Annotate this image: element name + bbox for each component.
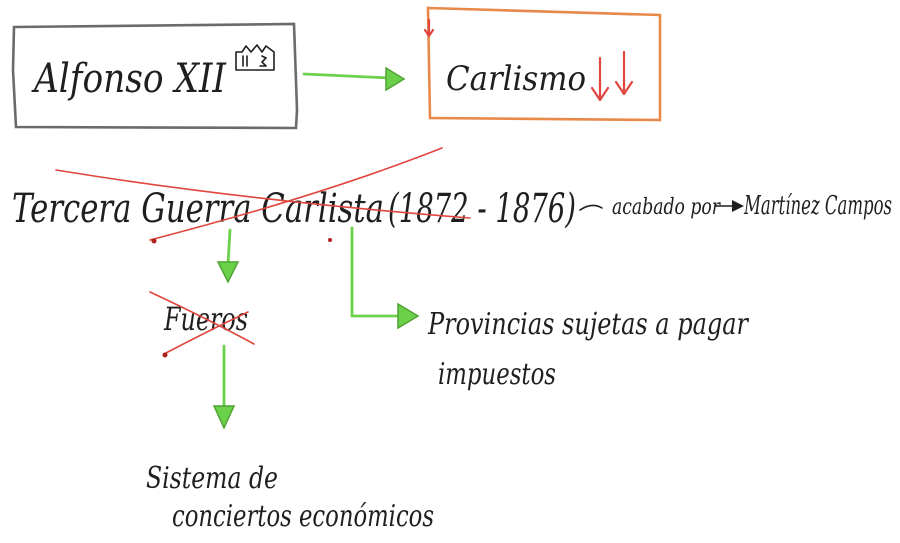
king-node: Alfonso XII [11,22,299,130]
war-title: Tercera Guerra Carlista [12,186,384,232]
war-end-label: acabado por [612,195,721,220]
provinces-node: Provincias sujetas a pagar impuestos [427,307,749,392]
king-to-carlism-arrow [302,66,406,92]
system-line-2: conciertos económicos [172,499,434,534]
war-to-provinces-arrow [350,226,420,330]
dash [579,204,603,211]
war-row: Tercera Guerra Carlista (1872 - 1876) ac… [12,147,892,244]
carlism-box [426,6,662,122]
king-box [11,22,299,130]
arrow-to-general [715,200,744,212]
carlism-label: Carlismo [446,59,586,99]
fueros-to-system-arrow [212,344,236,430]
carlism-node: Carlismo [423,6,662,122]
fueros-strike-2 [163,311,249,355]
provinces-line-2: impuestos [438,357,556,392]
crown-icon [235,44,275,71]
war-to-fueros-arrow [216,228,240,284]
war-years: (1872 - 1876) [388,186,576,232]
fueros-node: Fueros [149,291,255,358]
king-label: Alfonso XII [31,56,227,102]
strike-line-2 [149,147,443,241]
system-node: Sistema de conciertos económicos [146,461,434,534]
general-label: Martínez Campos [743,191,892,221]
provinces-line-1: Provincias sujetas a pagar [427,307,749,342]
system-line-1: Sistema de [146,461,278,496]
down-arrow-icon [590,50,634,102]
strike-line-1 [55,169,471,219]
fueros-strike-1 [149,291,255,345]
